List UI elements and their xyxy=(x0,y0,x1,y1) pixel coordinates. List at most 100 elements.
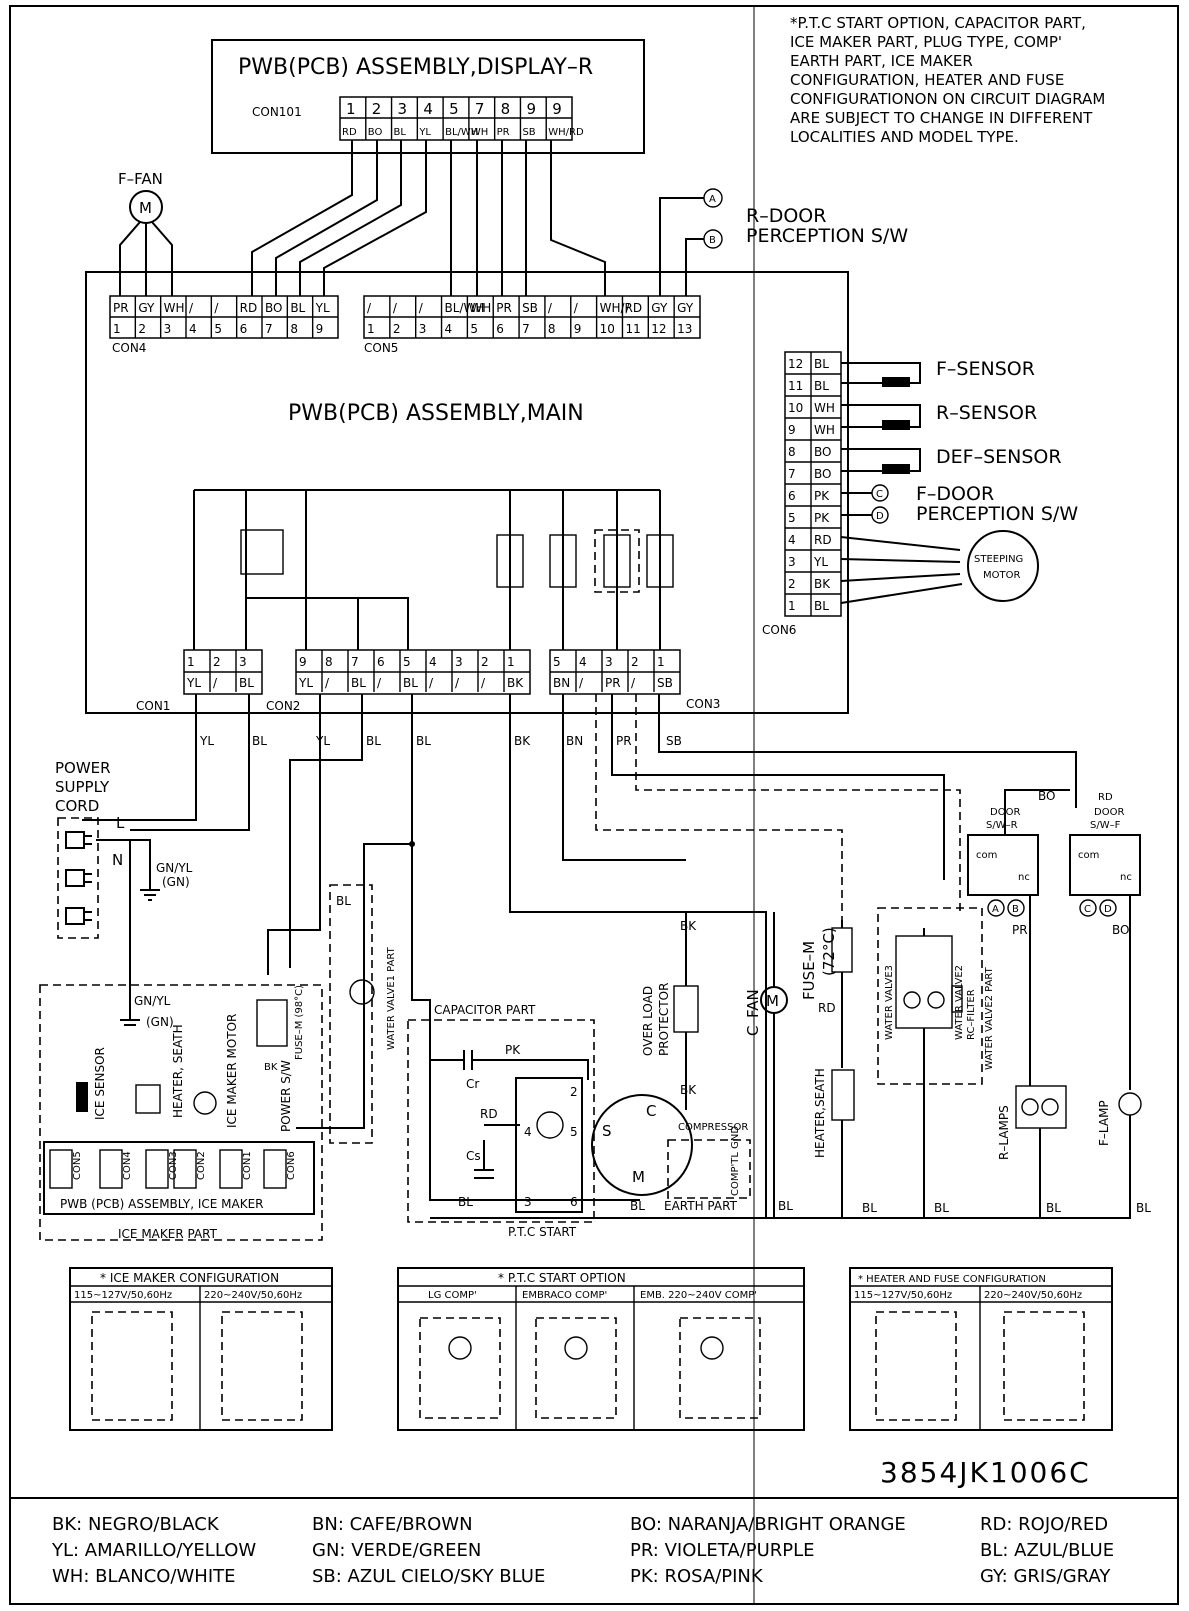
right-section: FUSE–M (72°C) RD HEATER,SEATH WATER VALV… xyxy=(800,789,1151,1219)
mark-a: A xyxy=(709,194,716,205)
bl-label: BL xyxy=(1046,1201,1061,1215)
def-sensor-icon xyxy=(882,464,910,474)
legend-entry: GN: VERDE/GREEN xyxy=(312,1540,481,1561)
wire-label: BL xyxy=(366,734,381,748)
cs-label: Cs xyxy=(466,1149,481,1163)
bk-label: BK xyxy=(680,1083,697,1097)
con5: /1/2/3BL/WH4WH5PR6SB7/8/9WH/RD10/11GY12G… xyxy=(363,295,701,355)
note-block: *P.T.C START OPTION, CAPACITOR PART, ICE… xyxy=(790,14,1105,146)
wire-color: PR xyxy=(496,301,512,315)
pin-number: 1 xyxy=(187,655,195,669)
wire-color: / xyxy=(631,676,636,690)
fuse-m-label: FUSE–M xyxy=(800,941,818,1000)
con101-label: CON101 xyxy=(252,105,302,119)
pin-number: 3 xyxy=(455,655,463,669)
ice-maker-part-label: ICE MAKER PART xyxy=(118,1227,218,1241)
legend-entry: RD: ROJO/RED xyxy=(980,1514,1108,1535)
pin-number: 5 xyxy=(449,100,459,118)
wire-label: SB xyxy=(666,734,682,748)
config-col: 220~240V/50,60Hz xyxy=(984,1290,1082,1301)
config-title: * P.T.C START OPTION xyxy=(498,1271,626,1285)
bk-label: BK xyxy=(680,919,697,933)
ptc-icon xyxy=(536,1111,564,1139)
wire-color: SB xyxy=(657,676,673,690)
wire-color: SB xyxy=(522,301,538,315)
wire-color: BN xyxy=(553,676,570,690)
pin-number: 2 xyxy=(631,655,639,669)
compressor-icon xyxy=(591,1094,693,1196)
gnyl-label: GN/YL xyxy=(156,861,193,875)
wire-color: BL xyxy=(394,127,407,138)
wire-color: WH xyxy=(164,301,185,315)
display-to-main-wires xyxy=(251,140,606,296)
overload-label2: PROTECTOR xyxy=(657,983,671,1056)
pin-number: 1 xyxy=(788,599,796,613)
wire-label: YL xyxy=(199,734,214,748)
con5-label: CON5 xyxy=(364,341,398,355)
ice-gnyl: GN/YL xyxy=(134,994,171,1008)
ice-fuse-label: FUSE–M (98°C) xyxy=(294,985,305,1060)
r-door-label2: PERCEPTION S/W xyxy=(746,225,908,247)
wire-color: RD xyxy=(240,301,258,315)
wire-color: / xyxy=(548,301,553,315)
ptc-config: * P.T.C START OPTION LG COMP' EMBRACO CO… xyxy=(397,1267,805,1431)
f-door-label: F–DOOR xyxy=(916,483,994,505)
pin-number: 3 xyxy=(605,655,613,669)
door-f-label: DOOR xyxy=(1094,807,1124,818)
water-valve-icon xyxy=(903,991,921,1009)
rd-label: RD xyxy=(480,1107,498,1121)
wire-color: BO xyxy=(265,301,282,315)
pin-number: 3 xyxy=(419,322,427,336)
ice-fuse-icon xyxy=(256,999,288,1047)
wire-color: WH xyxy=(814,401,835,415)
ice-maker-part: GN/YL (GN) ICE SENSOR HEATER, SEATH ICE … xyxy=(39,984,323,1241)
pin-number: 3 xyxy=(164,322,172,336)
earth-label: EARTH PART xyxy=(664,1199,738,1213)
ice-con-label: CON6 xyxy=(286,1151,297,1180)
pin-number: 11 xyxy=(788,379,803,393)
wv1-bl: BL xyxy=(336,894,351,908)
pin-number: 1 xyxy=(657,655,665,669)
pin-number: 3 xyxy=(239,655,247,669)
config-col: 115~127V/50,60Hz xyxy=(854,1290,952,1301)
wire-label: PR xyxy=(616,734,632,748)
overload-icon xyxy=(673,985,699,1033)
f-sensor-label: F–SENSOR xyxy=(936,358,1035,380)
wire-color: BL/WH xyxy=(445,301,485,315)
wire-color: YL xyxy=(813,555,828,569)
ptc-pin: 3 xyxy=(524,1195,532,1209)
lamp-icon xyxy=(1118,1092,1142,1116)
heater-label: HEATER, SEATH xyxy=(171,1024,185,1118)
relay-icon xyxy=(549,534,577,588)
pin-number: 6 xyxy=(496,322,504,336)
pin-number: 3 xyxy=(398,100,408,118)
ice-con-label: CON4 xyxy=(122,1151,133,1180)
ptc-pin: 2 xyxy=(570,1085,578,1099)
ice-con-label: CON1 xyxy=(242,1151,253,1180)
wire-color: PK xyxy=(814,511,830,525)
wire-color: WH/RD xyxy=(548,127,584,138)
wire-color: RD xyxy=(814,533,832,547)
stepping-motor-icon xyxy=(967,530,1039,602)
wire-color: BL xyxy=(351,676,366,690)
note-line: ARE SUBJECT TO CHANGE IN DIFFERENT xyxy=(790,109,1093,127)
wire-color: YL xyxy=(418,127,431,138)
display-pcb-title: PWB(PCB) ASSEMBLY,DISPLAY–R xyxy=(238,55,593,80)
pin-number: 2 xyxy=(481,655,489,669)
c-label: C xyxy=(646,1102,656,1120)
comp-gnd-label: COMP'TL GND xyxy=(730,1126,741,1196)
pin-number: 10 xyxy=(600,322,615,336)
ice-con-label: CON2 xyxy=(196,1151,207,1180)
config-col: EMBRACO COMP' xyxy=(522,1290,607,1301)
f-door-label2: PERCEPTION S/W xyxy=(916,503,1078,525)
f-fan-label: F–FAN xyxy=(118,170,163,188)
fan-f: F–FAN M xyxy=(118,170,173,296)
nc-label: nc xyxy=(1120,872,1132,883)
water-valve-icon xyxy=(349,979,375,1005)
heater-config: * HEATER AND FUSE CONFIGURATION 115~127V… xyxy=(849,1267,1113,1431)
pin-number: 4 xyxy=(788,533,796,547)
door-sw-r xyxy=(967,834,1039,896)
wire-color: BK xyxy=(507,676,524,690)
